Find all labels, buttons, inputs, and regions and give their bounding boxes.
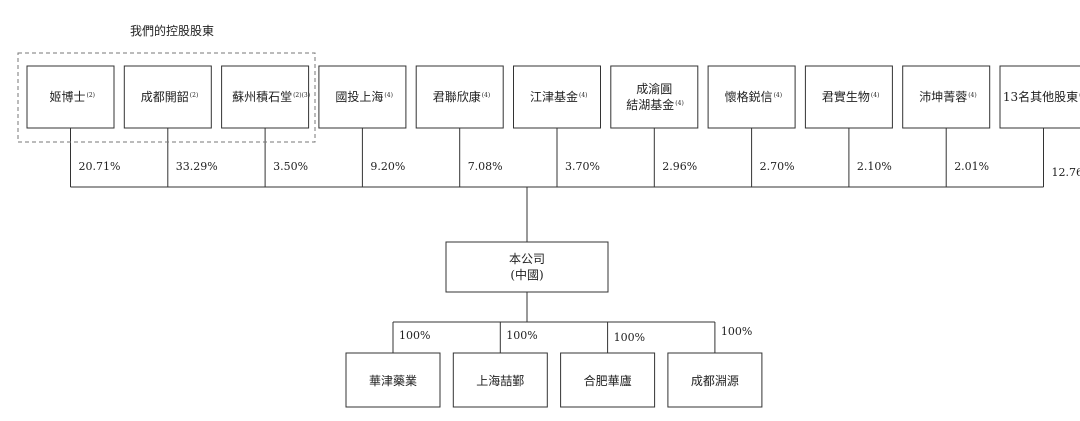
shareholding-percentage: 2.96%	[662, 160, 697, 173]
shareholding-percentage: 20.71%	[79, 160, 121, 173]
shareholder-name: 君實生物	[822, 89, 870, 104]
subsidiary-percentage: 100%	[399, 329, 430, 342]
subsidiary-name: 合肥華廬	[584, 373, 632, 388]
shareholding-percentage: 3.50%	[273, 160, 308, 173]
shareholder-box: 成都開韶(2) 33.29%	[124, 66, 217, 173]
shareholder-name: 蘇州積石堂	[232, 89, 292, 104]
shareholder-name: 姬博士	[49, 89, 85, 104]
shareholder-note: (4)	[675, 100, 684, 107]
shareholder-note: (2)	[190, 92, 199, 99]
shareholder-name: 成都開韶	[141, 89, 189, 104]
subsidiary-percentage: 100%	[506, 329, 537, 342]
shareholding-percentage: 2.10%	[857, 160, 892, 173]
shareholding-percentage: 2.01%	[954, 160, 989, 173]
shareholder-name: 沛坤菁蓉	[919, 89, 967, 104]
subsidiary-name: 華津藥業	[369, 374, 417, 388]
shareholder-name: 懷格鋭信	[725, 89, 773, 104]
shareholder-box: 13名其他股東(5)12.76%	[1000, 66, 1080, 179]
shareholder-name: 江津基金	[530, 89, 578, 104]
company-name: 本公司	[509, 252, 545, 266]
shareholding-percentage: 12.76%	[1052, 166, 1080, 179]
shareholder-name: 成渝圓	[636, 81, 672, 96]
subsidiary-boxes: 華津藥業 100% 上海喆鄞 100% 合肥華廬 100% 成都淵源 100%	[346, 325, 762, 407]
shareholder-note: (2)(3)	[293, 92, 310, 99]
shareholder-note: (4)	[579, 92, 588, 99]
company-jurisdiction: (中國)	[510, 267, 543, 282]
company-box: 本公司 (中國)	[446, 242, 608, 292]
shareholder-name: 13名其他股東	[1003, 89, 1078, 104]
controlling-shareholders-label: 我們的控股股東	[130, 23, 214, 38]
shareholding-percentage: 3.70%	[565, 160, 600, 173]
shareholder-name: 國投上海	[335, 89, 383, 104]
shareholder-name: 君聯欣康	[433, 89, 481, 104]
shareholder-note: (2)	[87, 92, 96, 99]
shareholder-note: (4)	[968, 92, 977, 99]
shareholder-box-frame	[611, 66, 698, 128]
shareholding-percentage: 33.29%	[176, 160, 218, 173]
shareholder-note: (4)	[871, 92, 880, 99]
shareholder-note: (4)	[384, 92, 393, 99]
subsidiary-name: 成都淵源	[691, 374, 739, 388]
shareholder-note: (4)	[482, 92, 491, 99]
shareholder-boxes: 姬博士(2)20.71%成都開韶(2)33.29%蘇州積石堂(2)(3)3.50…	[27, 66, 1080, 179]
subsidiary-percentage: 100%	[614, 331, 645, 344]
shareholding-percentage: 2.70%	[760, 160, 795, 173]
shareholder-box: 姬博士(2) 20.71%	[27, 66, 120, 173]
shareholding-percentage: 9.20%	[370, 160, 405, 173]
subsidiary-name: 上海喆鄞	[476, 373, 524, 388]
shareholder-note: (4)	[774, 92, 783, 99]
shareholder-name-line2: 結湖基金	[626, 97, 674, 112]
subsidiary-percentage: 100%	[721, 325, 752, 338]
shareholder-box: 蘇州積石堂(2)(3) 3.50%	[222, 66, 311, 173]
shareholding-percentage: 7.08%	[468, 160, 503, 173]
